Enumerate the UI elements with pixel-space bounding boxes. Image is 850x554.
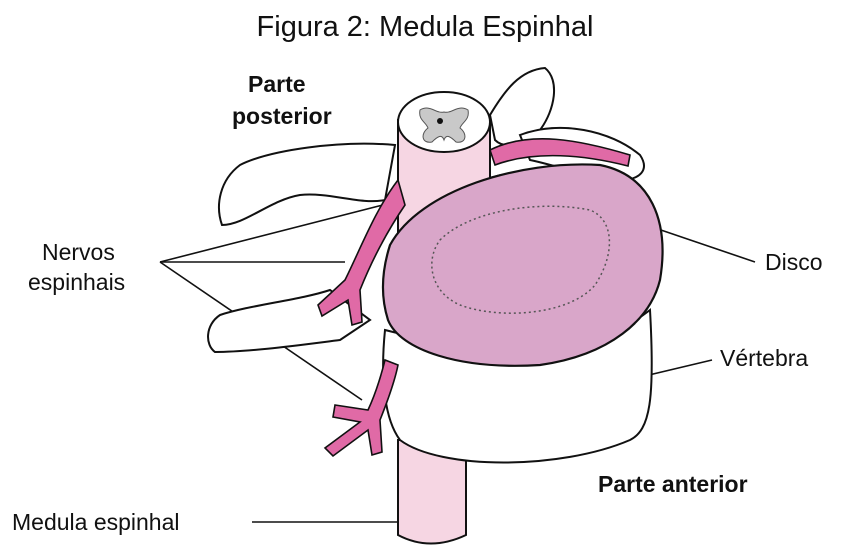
leader-line-disc [655,228,755,262]
label-spinal-cord: Medula espinhal [12,510,180,535]
label-nerves-line2: espinhais [28,270,125,295]
gray-matter [420,108,469,142]
label-posterior-line1: Parte [248,72,306,97]
central-canal [437,118,443,124]
transverse-process-left-upper [219,144,395,225]
label-nerves-line1: Nervos [42,240,115,265]
label-posterior-line2: posterior [232,104,332,129]
label-vertebra: Vértebra [720,346,808,371]
figure-title: Figura 2: Medula Espinhal [0,12,850,44]
label-disc: Disco [765,250,823,275]
label-anterior: Parte anterior [598,472,748,497]
